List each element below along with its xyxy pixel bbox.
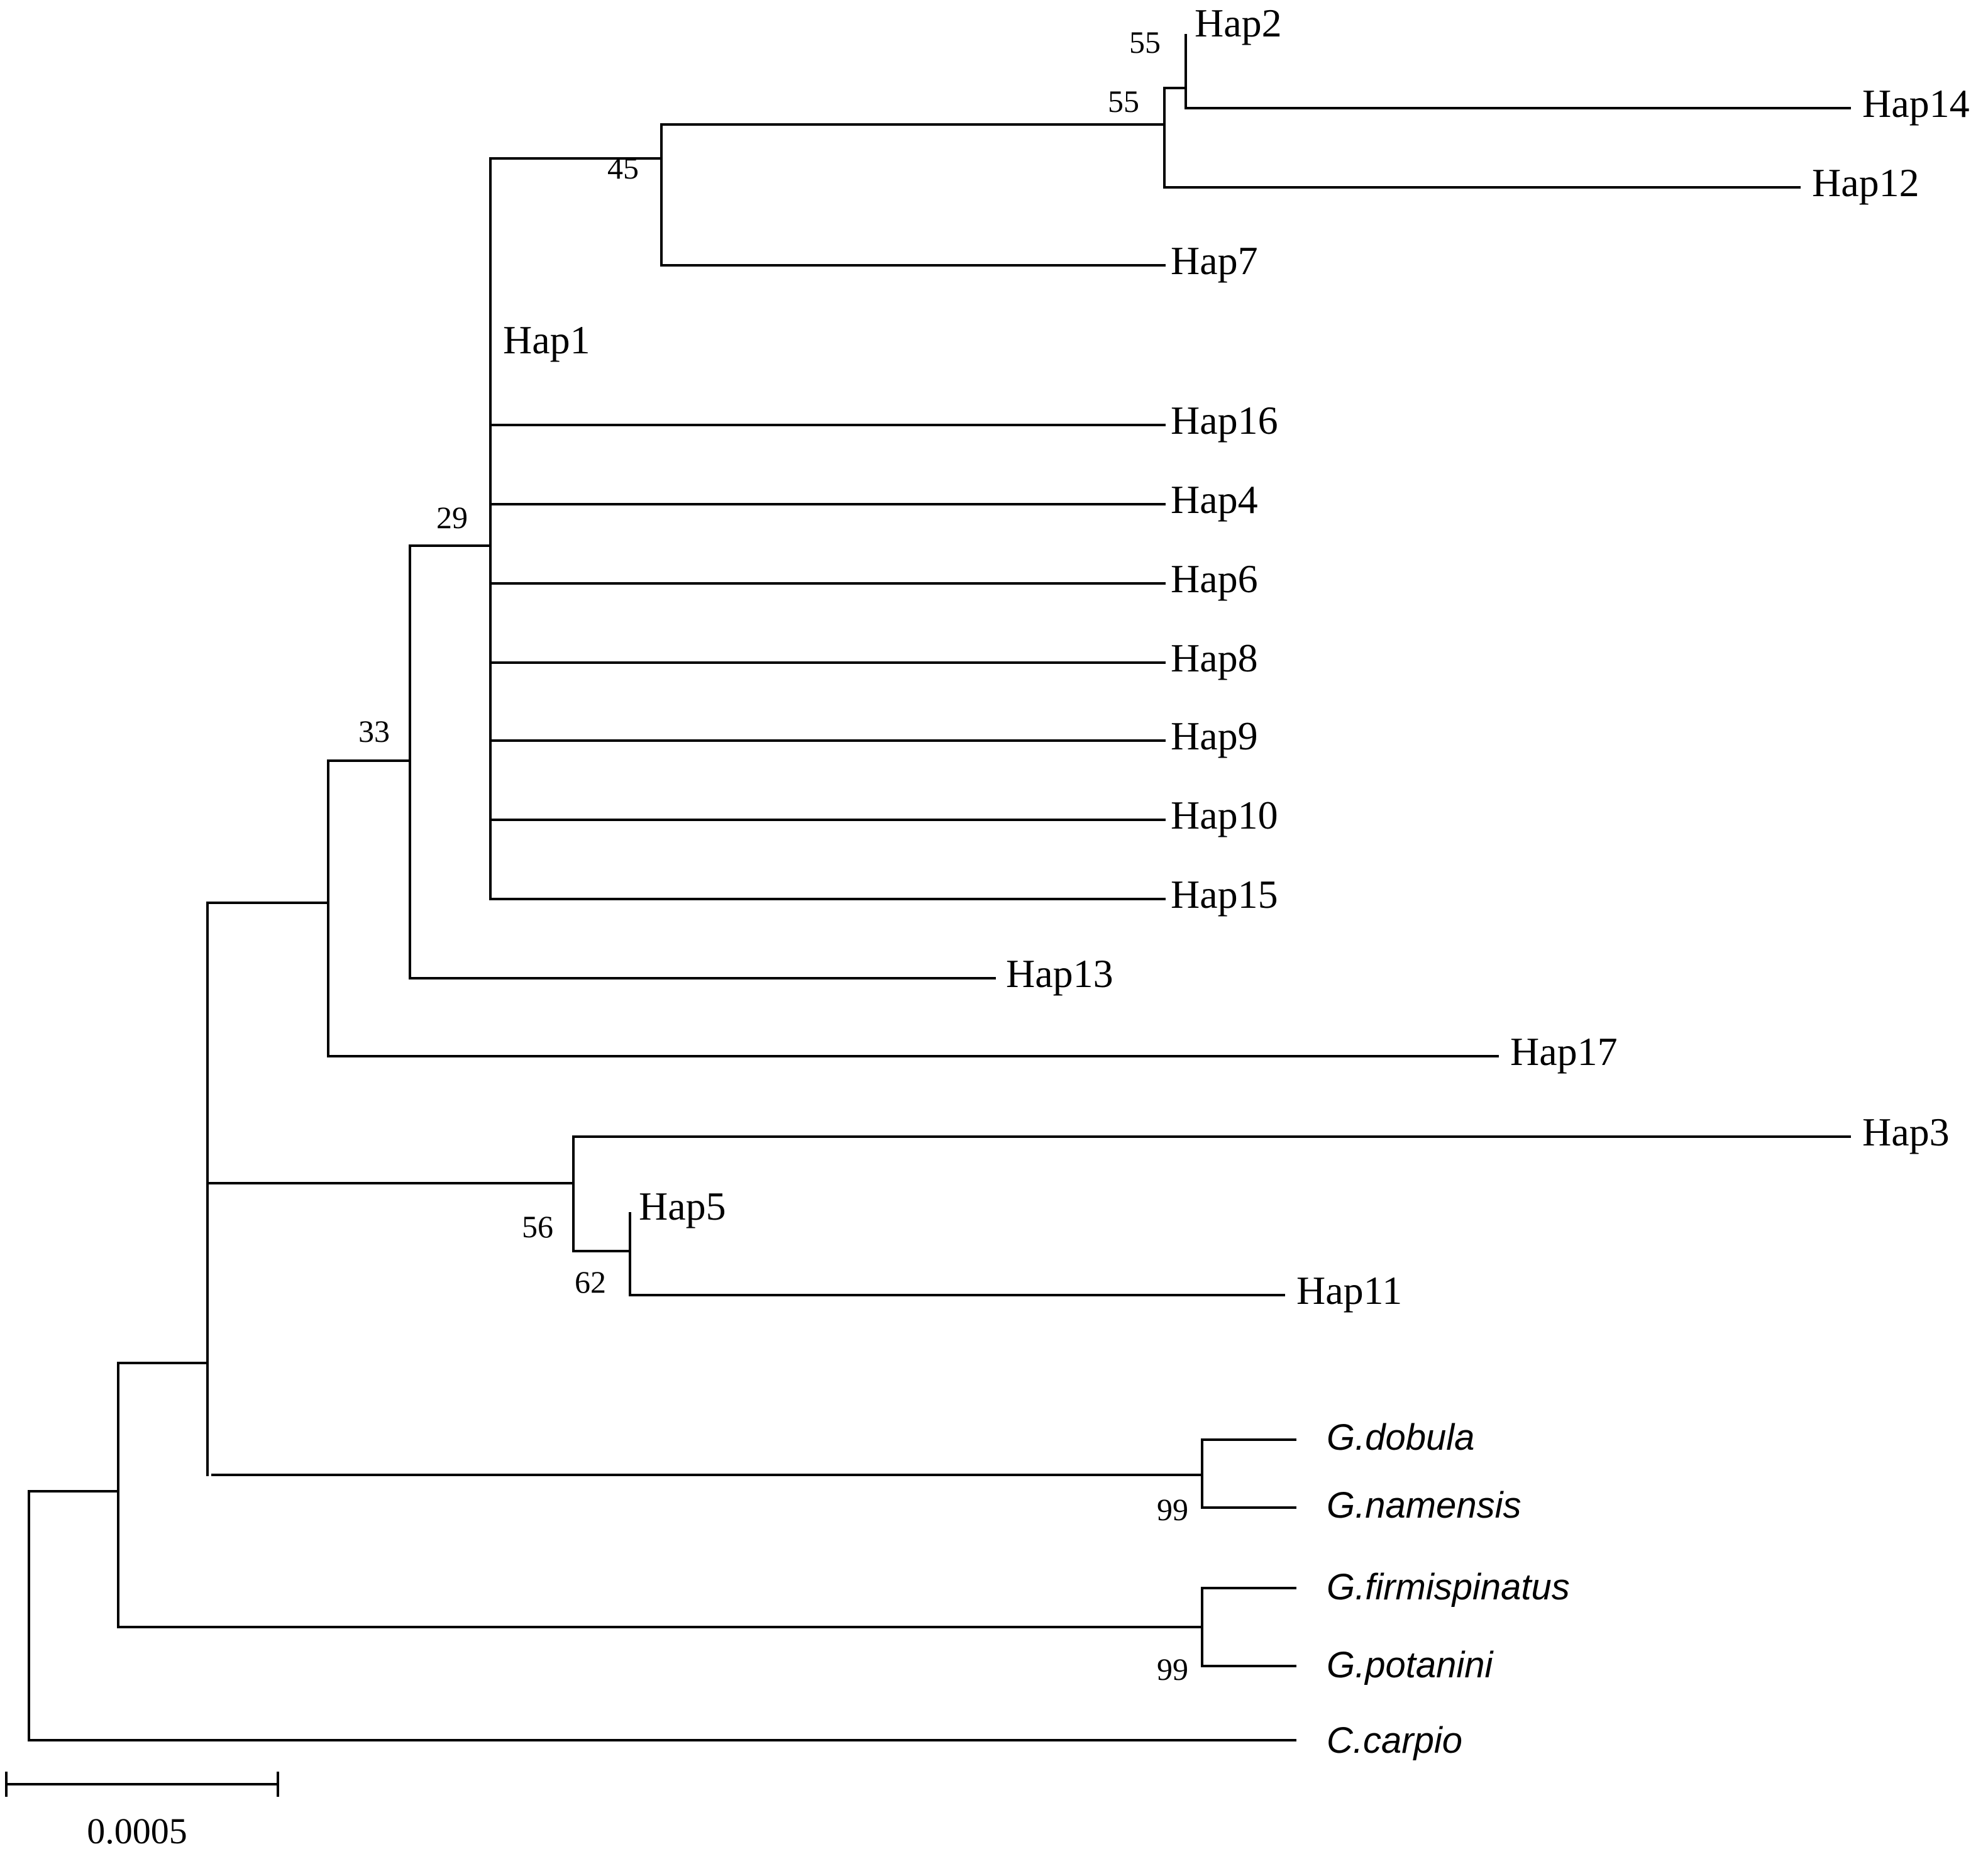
label-hap6: Hap6 — [1171, 556, 1258, 601]
label-c-carpio: C.carpio — [1327, 1720, 1462, 1761]
bootstrap-hap3-clade: 56 — [522, 1209, 553, 1244]
tree-branches — [28, 34, 1851, 1741]
label-hap11: Hap11 — [1296, 1268, 1402, 1313]
label-hap12: Hap12 — [1812, 160, 1919, 205]
label-hap2: Hap2 — [1195, 1, 1282, 45]
scale-bar-label: 0.0005 — [87, 1811, 187, 1851]
bootstrap-values: 55 55 45 29 33 56 62 99 99 — [358, 25, 1188, 1687]
bootstrap-dobula-namensis: 99 — [1157, 1492, 1188, 1527]
bootstrap-hap1-clade: 29 — [436, 500, 468, 535]
label-hap4: Hap4 — [1171, 477, 1258, 522]
bootstrap-hap2-node: 55 — [1129, 25, 1161, 60]
taxon-labels: Hap2 Hap14 Hap12 Hap7 Hap1 Hap16 Hap4 Ha… — [503, 1, 1970, 1761]
label-g-namensis: G.namensis — [1327, 1485, 1521, 1526]
label-hap15: Hap15 — [1171, 872, 1278, 917]
bootstrap-hap2-hap14-node: 55 — [1108, 84, 1139, 119]
bootstrap-hap7-clade: 45 — [607, 150, 639, 185]
bootstrap-hap5-node: 62 — [575, 1264, 606, 1299]
bootstrap-firmispinatus-potanini: 99 — [1157, 1652, 1188, 1687]
label-g-dobula: G.dobula — [1327, 1417, 1474, 1458]
scale-bar: 0.0005 — [5, 1772, 279, 1851]
label-hap9: Hap9 — [1171, 714, 1258, 758]
label-hap8: Hap8 — [1171, 636, 1258, 680]
label-hap7: Hap7 — [1171, 238, 1258, 283]
label-hap5: Hap5 — [639, 1184, 726, 1228]
label-hap13: Hap13 — [1006, 951, 1113, 996]
label-hap1: Hap1 — [503, 317, 590, 362]
label-hap17: Hap17 — [1510, 1029, 1618, 1074]
label-hap16: Hap16 — [1171, 398, 1278, 443]
label-g-firmispinatus: G.firmispinatus — [1327, 1567, 1570, 1608]
label-g-potanini: G.potanini — [1327, 1645, 1494, 1686]
label-hap3: Hap3 — [1862, 1110, 1950, 1154]
label-hap10: Hap10 — [1171, 793, 1278, 837]
label-hap14: Hap14 — [1862, 81, 1970, 126]
bootstrap-hap13-clade: 33 — [358, 714, 390, 749]
